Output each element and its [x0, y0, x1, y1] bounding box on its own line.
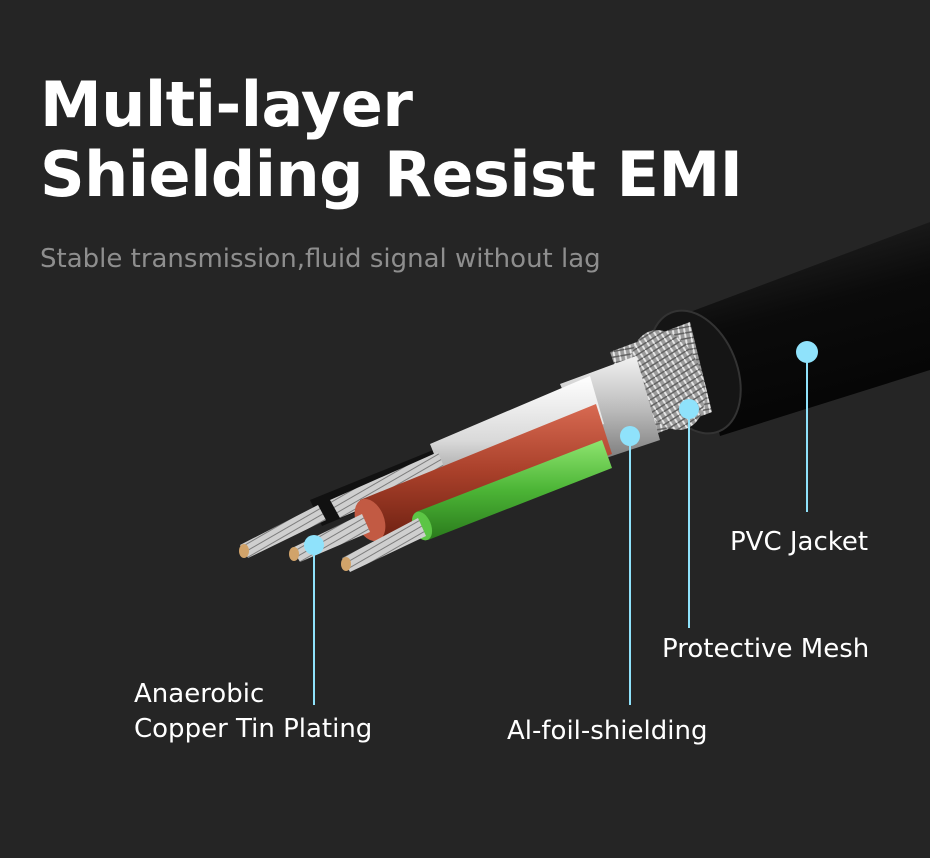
callout-al-foil [620, 426, 640, 705]
headline-line-2: Shielding Resist EMI [40, 138, 743, 211]
red-wire [289, 404, 612, 562]
callout-pvc-jacket [796, 341, 818, 512]
label-copper-line-2: Copper Tin Plating [134, 714, 373, 744]
callout-copper [304, 535, 324, 705]
headline-line-1: Multi-layer [40, 68, 413, 141]
label-copper-tin-plating: Anaerobic Copper Tin Plating [134, 677, 372, 747]
label-protective-mesh: Protective Mesh [662, 634, 870, 664]
callout-protective-mesh [679, 399, 699, 628]
label-pvc-jacket: PVC Jacket [730, 527, 869, 557]
green-wire [341, 440, 612, 572]
subtitle: Stable transmission,fluid signal without… [40, 244, 601, 274]
label-al-foil-shielding: Al-foil-shielding [507, 716, 708, 746]
label-copper-line-1: Anaerobic [134, 679, 265, 709]
headline: Multi-layer Shielding Resist EMI [40, 68, 743, 211]
